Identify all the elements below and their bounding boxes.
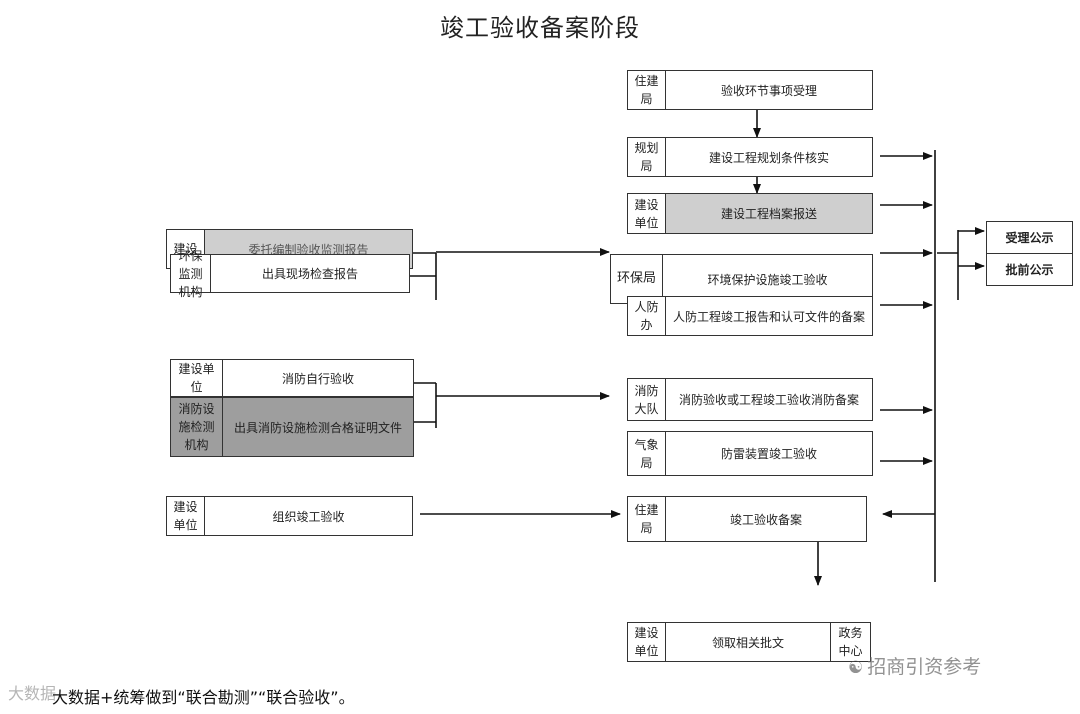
- agency-label: 建设单位: [628, 623, 666, 661]
- task-label: 建设工程规划条件核实: [708, 150, 829, 165]
- task-box-fire-self-acceptance: 建设单位 消防自行验收: [170, 359, 414, 397]
- task-label: 出具现场检查报告: [261, 267, 358, 281]
- agency-label: 人防办: [628, 297, 666, 335]
- agency-label: 建设单位: [628, 194, 666, 233]
- task-box-fire-inspection-certificate: 消防设施检测机构 出具消防设施检测合格证明文件: [170, 397, 414, 457]
- task-label: 消防自行验收: [281, 371, 354, 386]
- task-label: 竣工验收备案: [729, 512, 802, 527]
- page-title: 竣工验收备案阶段: [440, 14, 640, 42]
- wechat-icon: ☯: [848, 658, 864, 678]
- task-label: 环境保护设施竣工验收: [707, 272, 828, 287]
- task-label: 组织竣工验收: [272, 509, 345, 524]
- agency-label: 环保局: [611, 255, 663, 303]
- task-box-archive-submission: 建设单位 建设工程档案报送: [627, 193, 873, 234]
- task-label: 人防工程竣工报告和认可文件的备案: [672, 309, 865, 324]
- task-label: 验收环节事项受理: [720, 83, 817, 98]
- task-box-collect-approvals: 建设单位 领取相关批文 政务中心: [627, 622, 871, 662]
- right-box-pre-approval-notice: 批前公示: [986, 253, 1073, 286]
- watermark-right-text: 招商引资参考: [867, 656, 982, 678]
- task-label: 出具消防设施检测合格证明文件: [233, 420, 402, 435]
- agency-label: 规划局: [628, 138, 666, 176]
- right-box-acceptance-notice: 受理公示: [986, 221, 1073, 254]
- agency-label: 消防设施检测机构: [171, 398, 223, 456]
- task-box-lightning-acceptance: 气象局 防雷装置竣工验收: [627, 431, 873, 476]
- task-label: 防雷装置竣工验收: [720, 447, 817, 461]
- task-box-planning-verification: 规划局 建设工程规划条件核实: [627, 137, 873, 177]
- agency-label: 消防大队: [628, 379, 666, 420]
- agency-label: 建设单位: [167, 497, 205, 535]
- agency-label: 气象局: [628, 432, 666, 475]
- agency-label: 住建局: [628, 497, 666, 541]
- task-box-inspection-report: 环保监测机构 出具现场检查报告: [170, 249, 410, 299]
- agency-label: 建设单位: [171, 360, 223, 396]
- footer-caption: 大数据+统筹做到“联合勘测”“联合验收”。: [52, 688, 355, 707]
- watermark-right: ☯招商引资参考: [848, 652, 981, 679]
- agency-label: 环保监测机构: [171, 249, 211, 299]
- side-agency-label: 政务中心: [830, 623, 870, 661]
- watermark-left: 大数据: [8, 684, 57, 703]
- task-label: 建设工程档案报送: [666, 194, 872, 233]
- task-box-completion-filing: 住建局 竣工验收备案: [627, 496, 867, 542]
- task-box-fire-acceptance: 消防大队 消防验收或工程竣工验收消防备案: [627, 378, 873, 421]
- task-box-civil-defense-filing: 人防办 人防工程竣工报告和认可文件的备案: [627, 296, 873, 336]
- agency-label: 住建局: [628, 71, 666, 109]
- task-label: 消防验收或工程竣工验收消防备案: [678, 393, 859, 407]
- task-label: 领取相关批文: [711, 635, 784, 650]
- task-box-acceptance-intake: 住建局 验收环节事项受理: [627, 70, 873, 110]
- task-box-organize-acceptance: 建设单位 组织竣工验收: [166, 496, 413, 536]
